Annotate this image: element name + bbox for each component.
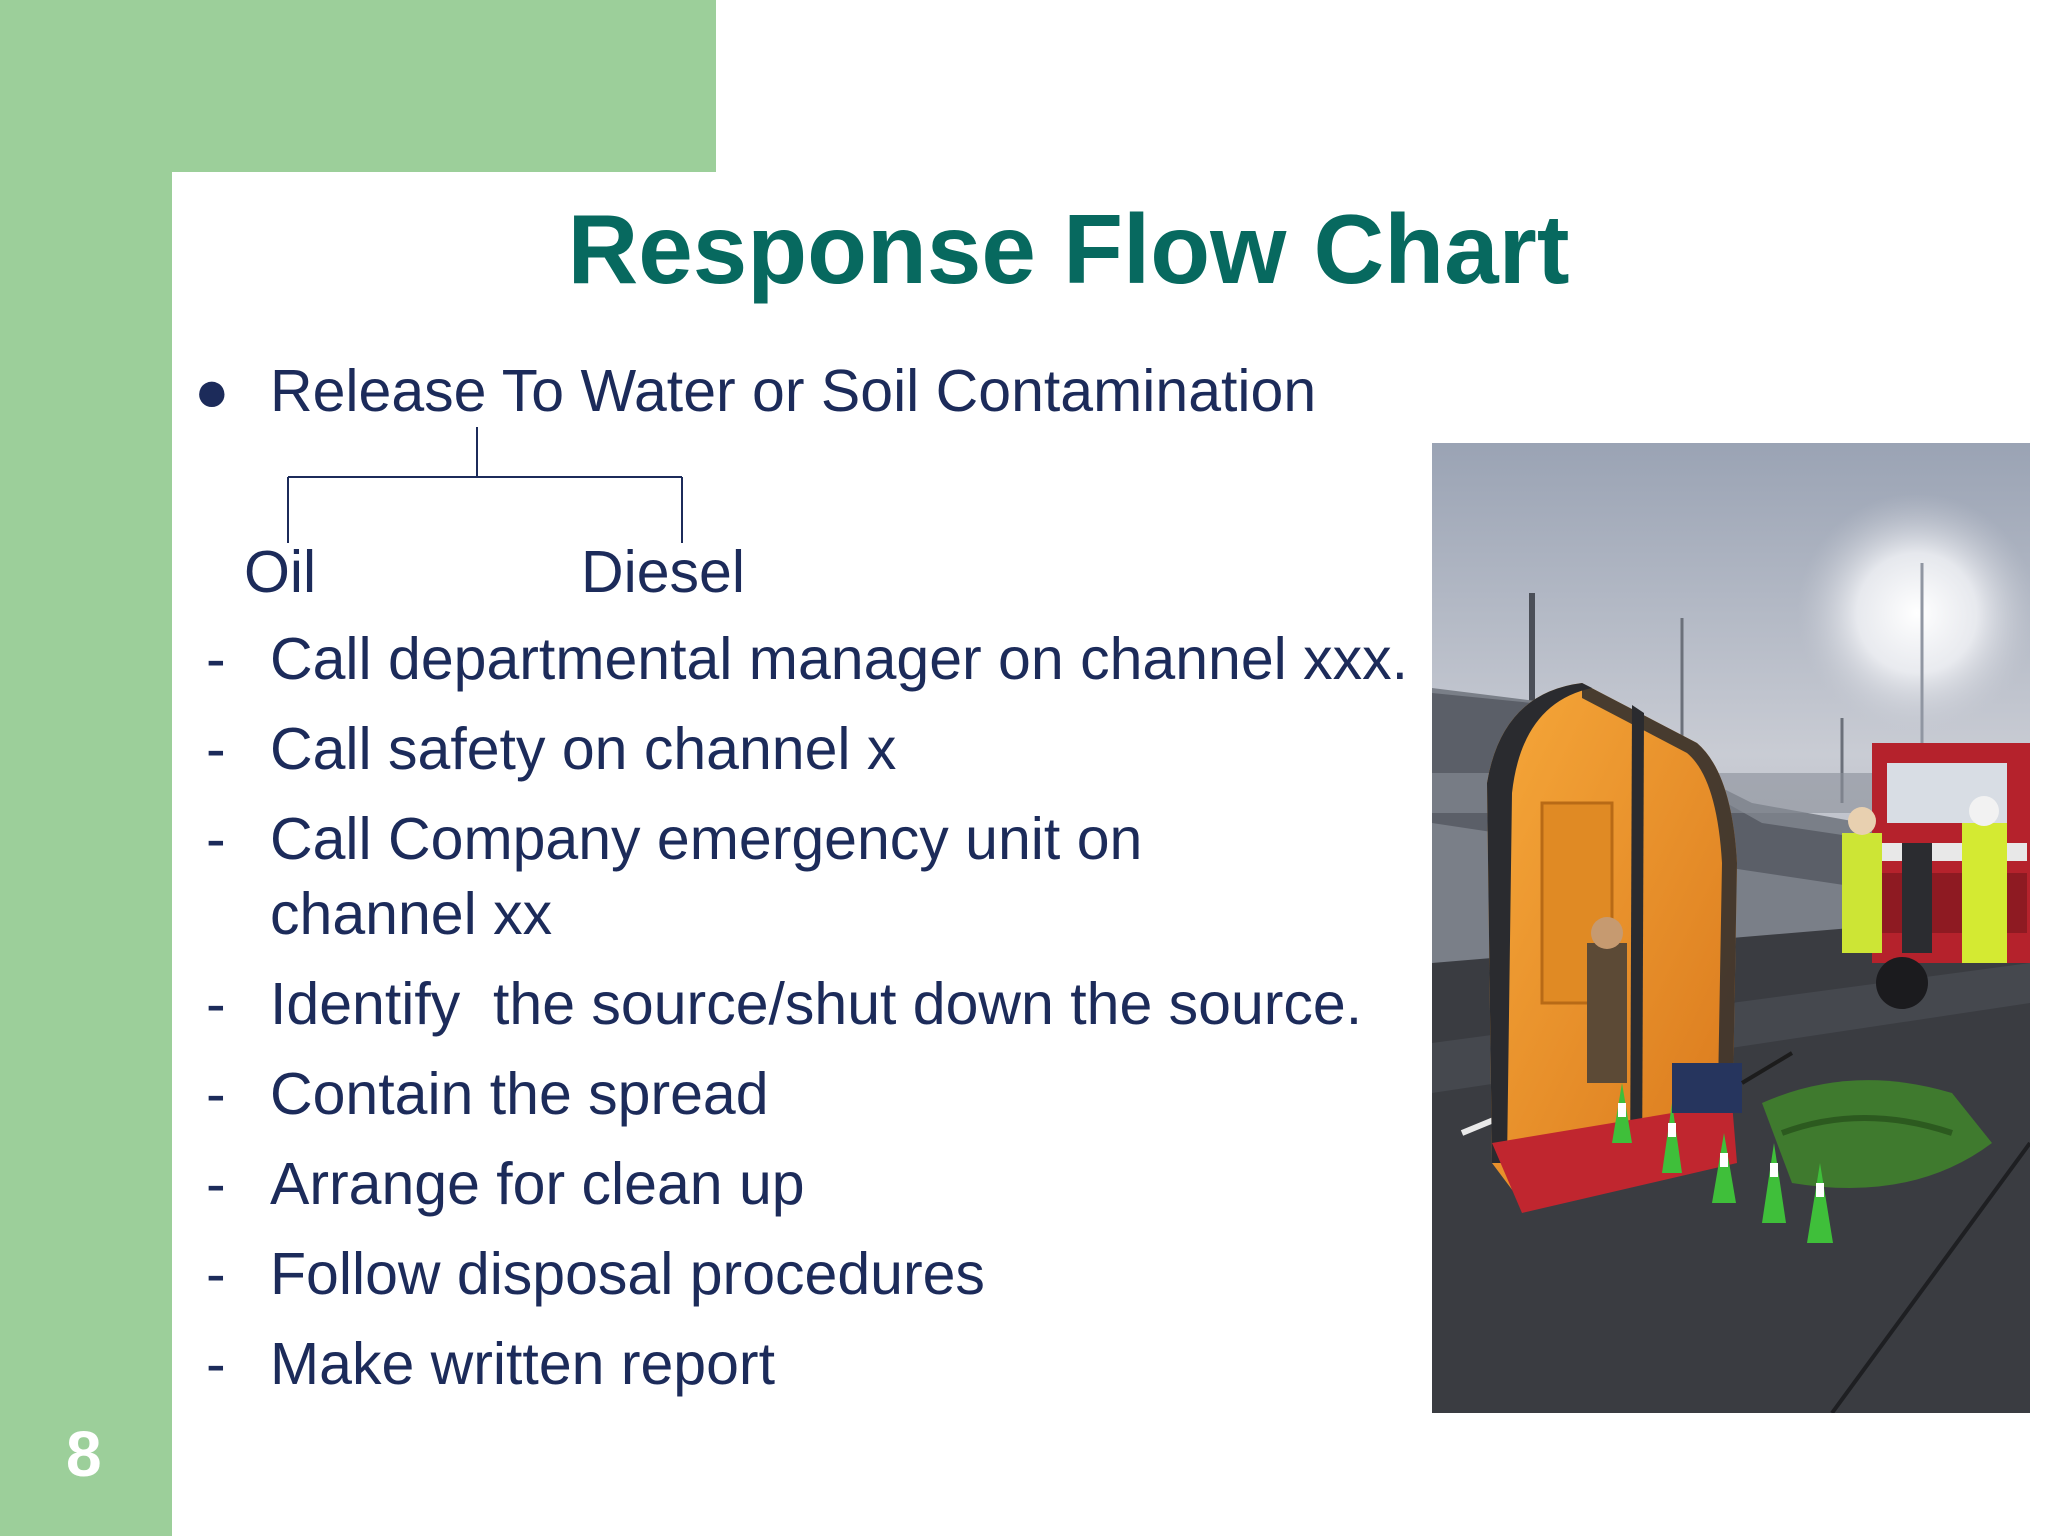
action-step-text: Identify the source/shut down the source… xyxy=(270,971,1363,1037)
action-step: -Contain the spread xyxy=(204,1057,1444,1132)
dash-marker: - xyxy=(206,1331,226,1397)
photo-illustration xyxy=(1432,443,2030,1413)
action-step-text: Call safety on channel x xyxy=(270,716,897,782)
action-step: -Call Company emergency unit on channel … xyxy=(204,802,1444,952)
left-accent-band xyxy=(0,0,172,1536)
dash-marker: - xyxy=(206,716,226,782)
action-step-text: Follow disposal procedures xyxy=(270,1241,985,1307)
action-step-text: Call departmental manager on channel xxx… xyxy=(270,626,1409,692)
slide-number: 8 xyxy=(66,1418,102,1490)
action-step-text: Contain the spread xyxy=(270,1061,769,1127)
action-step: -Call departmental manager on channel xx… xyxy=(204,622,1444,697)
dash-marker: - xyxy=(206,1061,226,1127)
dash-marker: - xyxy=(206,806,226,872)
main-bullet-text: Release To Water or Soil Contamination xyxy=(270,358,1317,424)
action-step: -Follow disposal procedures xyxy=(204,1237,1444,1312)
top-accent-band xyxy=(0,0,716,172)
action-step-text: Make written report xyxy=(270,1331,775,1397)
branch-oil-label: Oil xyxy=(244,539,317,605)
dash-marker: - xyxy=(206,971,226,1037)
action-steps-list: -Call departmental manager on channel xx… xyxy=(204,622,1444,1417)
emergency-decontamination-tent-photo xyxy=(1432,443,2030,1413)
action-step-text: Call Company emergency unit on channel x… xyxy=(270,806,1159,947)
dash-marker: - xyxy=(206,626,226,692)
flow-branch-connector xyxy=(287,427,683,543)
bullet-dot-icon: ● xyxy=(194,358,230,424)
main-bullet: ● Release To Water or Soil Contamination xyxy=(194,355,1316,427)
action-step-text: Arrange for clean up xyxy=(270,1151,805,1217)
action-step: -Make written report xyxy=(204,1327,1444,1402)
dash-marker: - xyxy=(206,1241,226,1307)
action-step: -Arrange for clean up xyxy=(204,1147,1444,1222)
branch-diesel-label: Diesel xyxy=(581,539,745,605)
action-step: -Call safety on channel x xyxy=(204,712,1444,787)
action-step: -Identify the source/shut down the sourc… xyxy=(204,967,1530,1042)
dash-marker: - xyxy=(206,1151,226,1217)
slide-title: Response Flow Chart xyxy=(567,194,1570,304)
